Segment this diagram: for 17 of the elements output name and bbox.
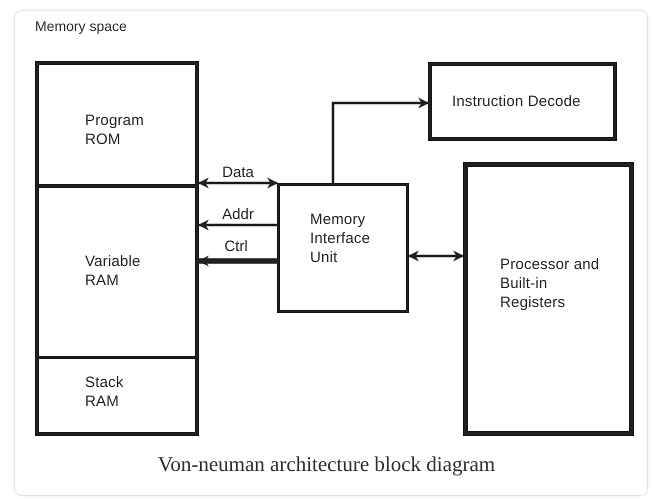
memory-space-heading: Memory space xyxy=(35,18,127,34)
process-box xyxy=(428,62,617,141)
node-label: Stack RAM xyxy=(85,373,125,411)
arrow xyxy=(198,220,277,230)
arrow xyxy=(332,98,430,183)
node-label: Instruction Decode xyxy=(452,92,581,112)
caption: Von-neuman architecture block diagram xyxy=(156,452,496,477)
node-label: Program ROM xyxy=(85,111,145,149)
memory-block xyxy=(35,61,199,436)
node-label: Variable RAM xyxy=(85,252,142,290)
arrow xyxy=(198,256,277,266)
node-label: Processor and Built-in Registers xyxy=(500,255,600,312)
arrow xyxy=(198,178,278,188)
process-box xyxy=(277,183,409,313)
arrow xyxy=(408,250,464,262)
process-box xyxy=(463,162,634,436)
node-label: Memory Interface Unit xyxy=(310,210,372,267)
